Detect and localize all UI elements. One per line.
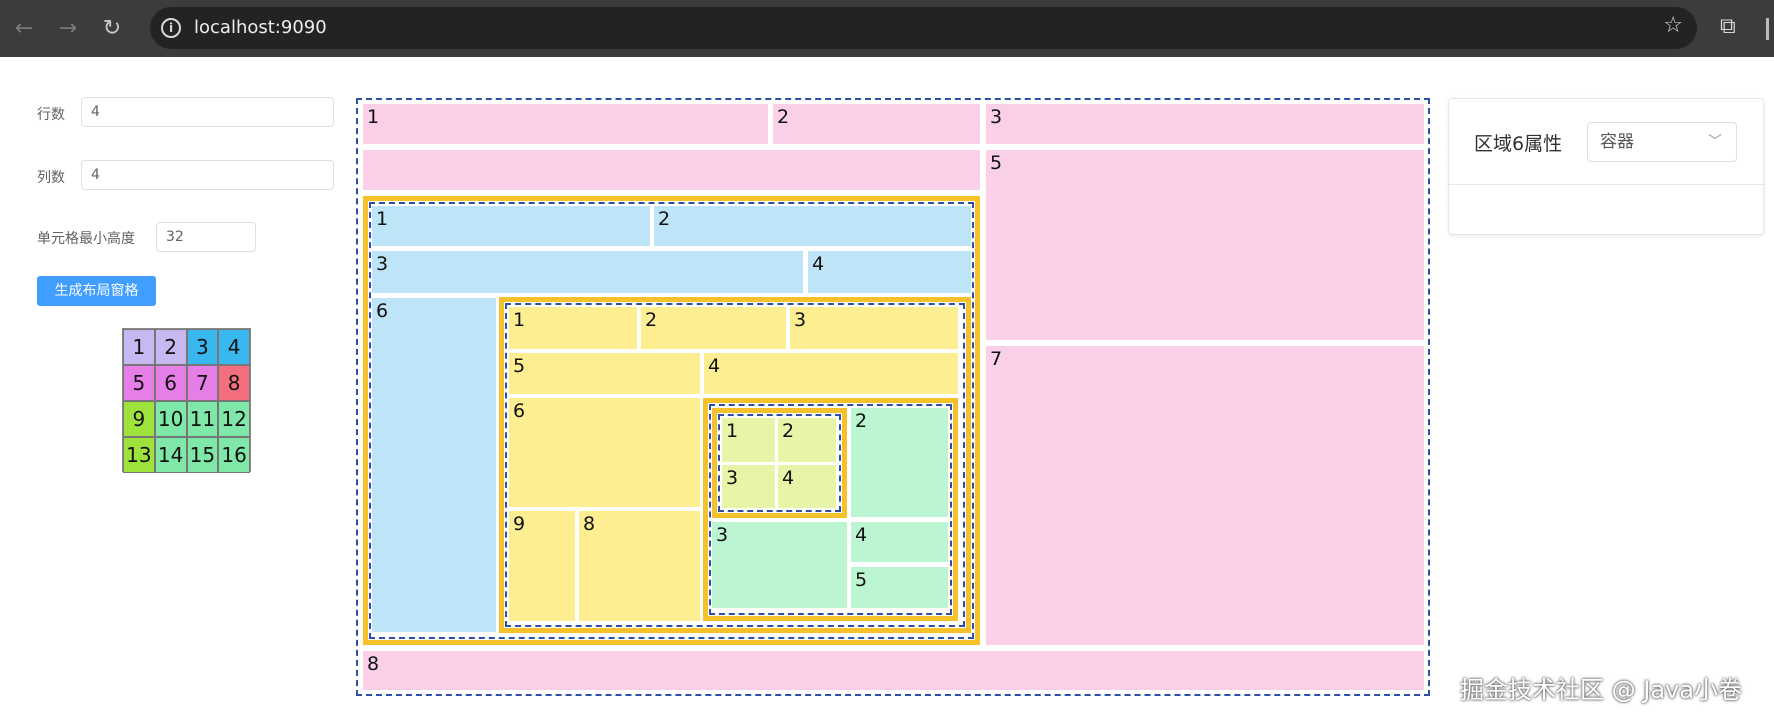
properties-panel: 区域6属性 容器 ﹀ [1448, 98, 1764, 235]
layout-cell[interactable]: 4 [778, 465, 836, 508]
mini-cell[interactable]: 2 [154, 329, 187, 365]
extensions-icon[interactable]: ⧉ [1720, 14, 1736, 39]
layout-cell[interactable]: 1 [722, 418, 775, 462]
url-text[interactable]: localhost:9090 [194, 17, 327, 38]
back-icon[interactable]: ← [14, 16, 34, 41]
mini-grid-preview: 1 2 3 4 5 6 7 8 9 10 11 12 13 14 15 16 [122, 328, 251, 473]
mini-cell[interactable]: 6 [154, 365, 187, 401]
mini-cell[interactable]: 10 [154, 401, 187, 437]
layout-cell[interactable]: 5 [851, 567, 948, 608]
forward-icon[interactable]: → [58, 16, 78, 41]
rows-label: 行数 [37, 107, 65, 123]
mini-cell[interactable]: 1 [123, 329, 155, 365]
layout-cell[interactable]: 5 [509, 353, 700, 394]
mini-cell[interactable]: 3 [186, 329, 219, 365]
mini-cell[interactable]: 11 [186, 401, 219, 437]
layout-cell[interactable]: 8 [363, 651, 1424, 690]
layout-cell[interactable]: 3 [790, 307, 958, 349]
type-select[interactable]: 容器 ﹀ [1587, 122, 1737, 162]
container-region-6-inner [369, 202, 974, 639]
layout-cell[interactable]: 7 [986, 346, 1424, 645]
layout-cell[interactable]: 4 [808, 251, 971, 293]
layout-cell[interactable]: 6 [372, 298, 496, 632]
mini-cell[interactable]: 9 [123, 401, 155, 437]
rows-input[interactable]: 4 [81, 97, 334, 127]
cols-label: 列数 [37, 170, 65, 186]
layout-cell[interactable]: 4 [704, 353, 958, 394]
layout-cell[interactable]: 3 [712, 522, 847, 608]
reload-icon[interactable]: ↻ [102, 16, 122, 41]
layout-cell[interactable]: 9 [509, 511, 575, 621]
layout-cell[interactable]: 6 [509, 398, 700, 507]
layout-cell[interactable]: 5 [986, 150, 1424, 340]
container-level-4[interactable] [712, 408, 847, 518]
layout-cell[interactable]: 3 [986, 104, 1424, 144]
layout-cell[interactable]: 2 [778, 418, 836, 462]
generate-layout-button[interactable]: 生成布局窗格 [37, 276, 156, 306]
layout-cell[interactable]: 3 [372, 251, 803, 293]
layout-cell[interactable]: 8 [579, 511, 700, 621]
properties-title: 区域6属性 [1474, 133, 1563, 155]
container-region-6[interactable] [363, 196, 980, 645]
container-level-4-inner [718, 414, 841, 512]
watermark: 掘金技术社区 @ Java小卷 [1460, 676, 1742, 704]
layout-cell[interactable]: 3 [722, 465, 775, 508]
mini-cell[interactable]: 16 [218, 437, 250, 473]
min-height-input[interactable]: 32 [156, 222, 256, 252]
mini-cell[interactable]: 14 [154, 437, 187, 473]
bookmark-star-icon[interactable]: ☆ [1663, 13, 1683, 38]
container-level-2-inner [505, 303, 965, 627]
layout-cell[interactable]: 2 [641, 307, 786, 349]
mini-cell[interactable]: 5 [123, 365, 155, 401]
layout-cell[interactable]: 2 [654, 206, 971, 246]
layout-cell[interactable]: 2 [773, 104, 980, 144]
layout-cell[interactable]: 4 [851, 522, 948, 562]
mini-cell[interactable]: 7 [186, 365, 219, 401]
mini-cell[interactable]: 4 [218, 329, 250, 365]
layout-cell[interactable]: 1 [509, 307, 637, 349]
browser-toolbar: ← → ↻ i localhost:9090 ☆ ⧉ [0, 0, 1774, 57]
min-height-label: 单元格最小高度 [37, 231, 135, 247]
container-level-2[interactable] [499, 297, 971, 633]
cols-input[interactable]: 4 [81, 160, 334, 190]
type-select-value: 容器 [1600, 132, 1634, 152]
layout-cell-empty[interactable] [363, 150, 980, 190]
chevron-down-icon: ﹀ [1708, 134, 1722, 150]
mini-cell[interactable]: 13 [123, 437, 155, 473]
container-level-3[interactable] [703, 398, 958, 621]
mini-cell[interactable]: 8 [218, 365, 250, 401]
panel-divider [1449, 184, 1763, 185]
layout-cell[interactable]: 1 [372, 206, 650, 246]
mini-cell[interactable]: 12 [218, 401, 250, 437]
layout-cell[interactable]: 1 [363, 104, 768, 144]
address-bar[interactable]: i localhost:9090 ☆ [150, 7, 1697, 49]
layout-cell[interactable]: 2 [851, 408, 948, 517]
window-edge [1766, 18, 1769, 40]
layout-root-frame [356, 98, 1430, 696]
mini-cell[interactable]: 15 [186, 437, 219, 473]
container-level-3-inner [709, 404, 952, 615]
site-info-icon[interactable]: i [161, 18, 181, 38]
